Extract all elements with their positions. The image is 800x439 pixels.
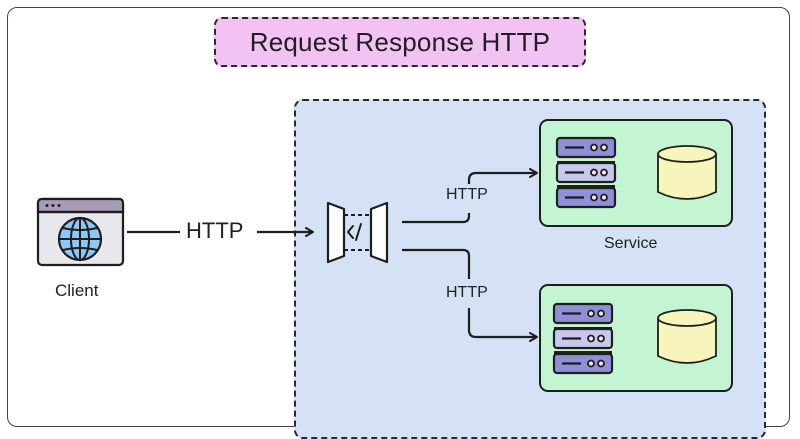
database-cylinder-icon [657,145,717,200]
diagram-canvas [36,136,717,375]
database-cylinder-icon [657,309,717,364]
server-rack-icon [552,302,614,375]
edge-label-top: HTTP [445,186,489,204]
edge-label-bottom: HTTP [445,284,489,302]
edge-top-upper [467,168,538,184]
service-label: Service [604,235,658,252]
browser-globe-icon [36,197,125,267]
edge-bottom-upper [402,248,471,279]
title-box: Request Response HTTP [214,17,586,67]
edge-top-lower [402,213,471,224]
diagram-title: Request Response HTTP [249,26,551,57]
api-gateway-code-icon [326,201,389,264]
edge-label-client: HTTP [186,218,244,243]
edge-bottom-lower [467,308,538,342]
client-label: Client [55,281,99,300]
server-rack-icon [555,136,617,209]
